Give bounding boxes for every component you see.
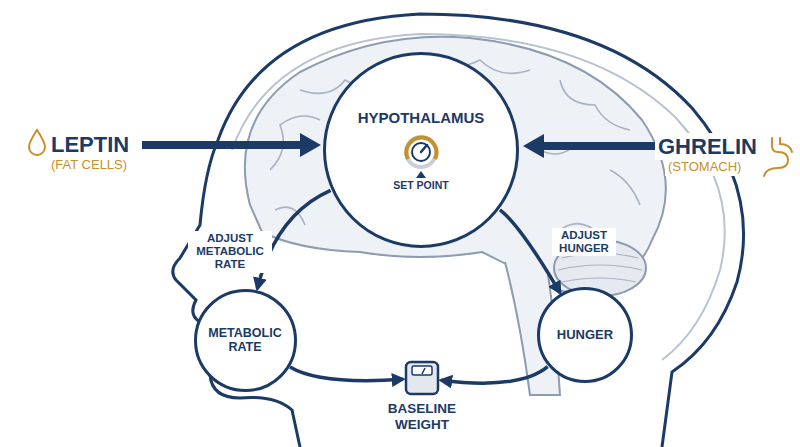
- head-silhouette: [173, 14, 744, 447]
- set-point-marker: [416, 171, 426, 178]
- fat-drop-icon: [29, 130, 45, 155]
- flow-arrow: [290, 367, 403, 381]
- node-subtitle: SET POINT: [393, 179, 448, 191]
- scale-node: BASELINE WEIGHT: [404, 360, 440, 396]
- flow-arrow: [441, 367, 548, 383]
- edge-label: ADJUST HUNGER: [552, 228, 616, 256]
- hormone-source: (FAT CELLS): [48, 157, 130, 174]
- hormone-source: (STOMACH): [665, 159, 744, 176]
- brain-outline: [245, 37, 666, 293]
- node-title: HUNGER: [557, 328, 613, 343]
- circle-node: HUNGER: [537, 287, 633, 383]
- marker-triangle: [416, 171, 426, 178]
- skull-line: [232, 34, 725, 360]
- gauge-ring: [406, 137, 436, 167]
- hormone-name: GHRELIN: [655, 133, 760, 160]
- scale-icon: [404, 360, 440, 396]
- hormone-name: LEPTIN: [48, 131, 132, 158]
- scale-needle: [422, 368, 425, 374]
- node-title: BASELINE WEIGHT: [367, 401, 477, 432]
- node-title: METABOLIC RATE: [205, 326, 285, 355]
- scale-dial: [412, 366, 432, 375]
- cerebellum-folds: [558, 253, 642, 282]
- node-title: HYPOTHALAMUS: [358, 109, 485, 126]
- scale-body: [406, 362, 438, 394]
- stomach-icon: [764, 138, 792, 176]
- circle-node: HYPOTHALAMUS SET POINT: [323, 52, 519, 248]
- edge-label: ADJUST METABOLIC RATE: [188, 231, 272, 273]
- gauge-needle: [421, 145, 427, 152]
- set-point-gauge: [398, 131, 444, 169]
- circle-node: METABOLIC RATE: [194, 289, 297, 392]
- gauge-face: [412, 143, 430, 161]
